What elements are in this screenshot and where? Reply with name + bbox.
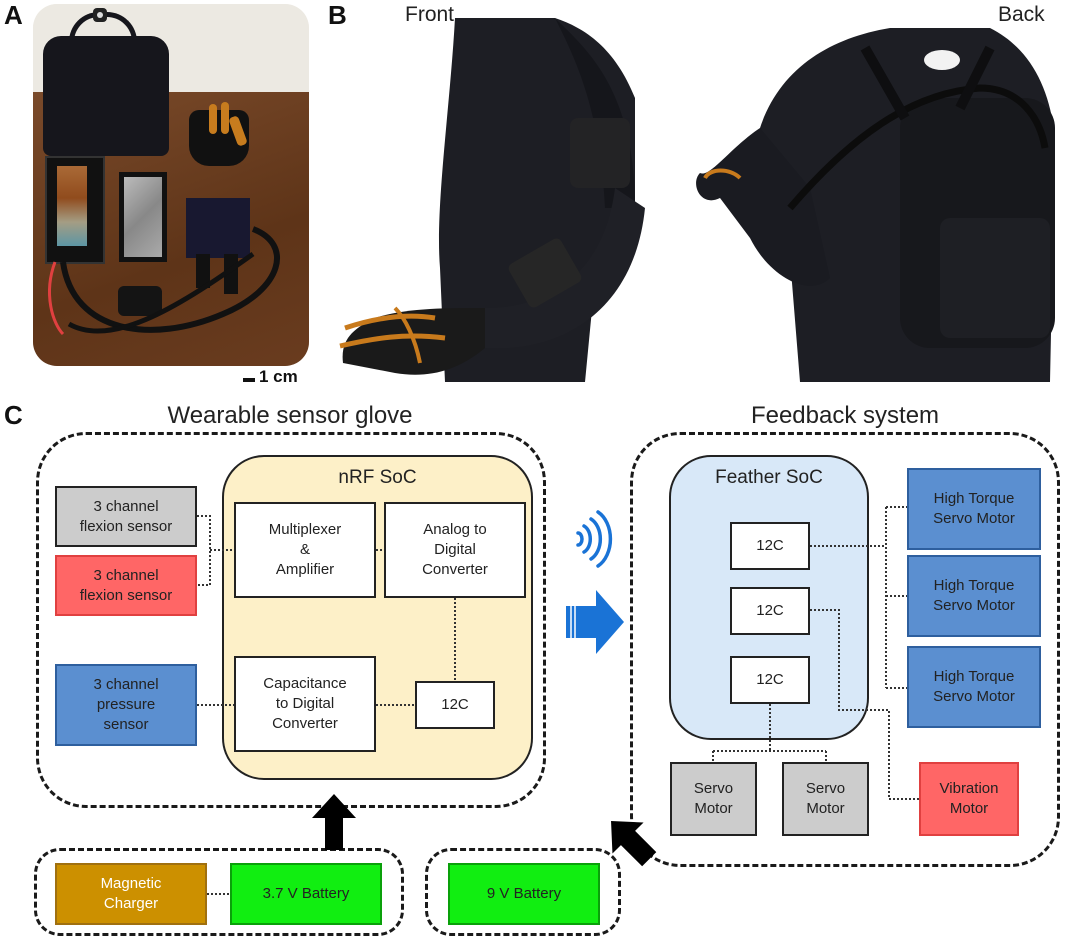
flexion-sensor-gray: 3 channel flexion sensor [55, 486, 197, 547]
magnetic-charger: Magnetic Charger [55, 863, 207, 925]
panel-a-letter: A [4, 0, 23, 30]
feather-soc-title: Feather SoC [715, 467, 823, 488]
scale-bar-label: 1 cm [259, 367, 298, 386]
i2c-block-2: 12C [730, 587, 810, 635]
sensor-glove [189, 102, 249, 166]
multiplexer-amplifier-block: Multiplexer & Amplifier [234, 502, 376, 598]
vibration-motor: Vibration Motor [919, 762, 1019, 836]
wifi-signal-icon [576, 510, 613, 568]
panel-b-letter: B [328, 0, 347, 30]
high-torque-servo-motor-3: High Torque Servo Motor [907, 646, 1041, 728]
panel-c-letter: C [4, 400, 23, 430]
i2c-block-3: 12C [730, 656, 810, 704]
backpack [43, 36, 169, 156]
wearable-glove-group [36, 432, 546, 808]
feedback-power-group [425, 848, 621, 936]
battery-9v: 9 V Battery [448, 863, 600, 925]
battery-pack [119, 172, 167, 262]
feedback-system-group [630, 432, 1060, 867]
high-torque-servo-motor-2: High Torque Servo Motor [907, 555, 1041, 637]
i2c-block-1: 12C [730, 522, 810, 570]
right-arrow-stripes [570, 606, 576, 638]
back-label: Back [998, 3, 1045, 26]
right-arrow-icon [566, 590, 624, 654]
wrist-module [186, 198, 250, 258]
pressure-sensor: 3 channel pressure sensor [55, 664, 197, 746]
adc-block: Analog to Digital Converter [384, 502, 526, 598]
cdc-block: Capacitance to Digital Converter [234, 656, 376, 752]
i2c-block-glove: 12C [415, 681, 495, 729]
feedback-system-title: Feedback system [750, 402, 940, 429]
front-view-photo [335, 8, 675, 382]
scale-bar [243, 378, 255, 382]
high-torque-servo-motor-1: High Torque Servo Motor [907, 468, 1041, 550]
back-view-photo [690, 8, 1075, 382]
equipment-photo [33, 4, 309, 366]
nrf-soc-title: nRF SoC [338, 467, 417, 488]
electronics-box [45, 156, 105, 264]
cable-harness [48, 226, 280, 336]
servo-motor-2: Servo Motor [782, 762, 869, 836]
glove-power-group [34, 848, 404, 936]
front-label: Front [405, 3, 455, 26]
flexion-sensor-red: 3 channel flexion sensor [55, 555, 197, 616]
wristband [118, 286, 162, 316]
servo-motor-1: Servo Motor [670, 762, 757, 836]
wearable-glove-title: Wearable sensor glove [167, 402, 413, 429]
battery-3-7v: 3.7 V Battery [230, 863, 382, 925]
